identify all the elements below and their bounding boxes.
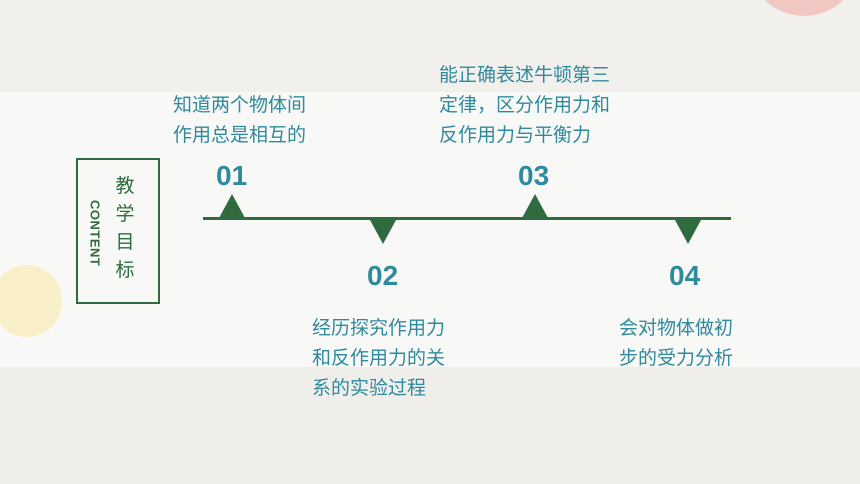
background-band-bottom [0,367,860,484]
goal-3-line: 反作用力与平衡力 [439,124,592,146]
goal-2-line: 系的实验过程 [312,377,427,399]
decorative-yellow-blob [0,265,62,337]
timeline-marker-up-3 [522,194,548,218]
goal-4-line: 会对物体做初 [619,317,734,339]
goal-3-text: 能正确表述牛顿第三 定律，区分作用力和 反作用力与平衡力 [439,60,610,150]
goal-2-line: 经历探究作用力 [312,317,446,339]
goal-3-line: 定律，区分作用力和 [439,94,611,116]
timeline-marker-up-1 [219,194,245,218]
goal-4-line: 步的受力分析 [619,347,734,369]
goal-2-text: 经历探究作用力 和反作用力的关 系的实验过程 [312,313,445,403]
goal-1-number: 01 [216,160,248,191]
teaching-goals-label: 教 学 目 标 [110,172,140,284]
timeline-marker-down-4 [675,220,701,244]
background-band-top [0,0,860,92]
teaching-goals-char: 学 [115,203,135,225]
goal-1-text: 知道两个物体间 作用总是相互的 [173,90,306,150]
teaching-goals-char: 教 [115,175,135,197]
goal-2-line: 和反作用力的关 [312,347,446,369]
goal-2-number: 02 [367,260,399,291]
content-label-frame [76,158,160,304]
goal-3-number: 03 [518,160,550,191]
goal-3-line: 能正确表述牛顿第三 [439,64,611,86]
content-english-label: CONTENT [87,199,103,267]
goal-1-line: 知道两个物体间 [173,94,307,116]
goal-4-text: 会对物体做初 步的受力分析 [619,313,733,373]
teaching-goals-char: 标 [115,259,135,281]
teaching-goals-char: 目 [115,231,135,253]
goal-1-line: 作用总是相互的 [173,124,307,146]
timeline-marker-down-2 [370,220,396,244]
background-band-middle [0,92,860,367]
goal-4-number: 04 [669,260,701,291]
timeline-line [203,217,731,220]
